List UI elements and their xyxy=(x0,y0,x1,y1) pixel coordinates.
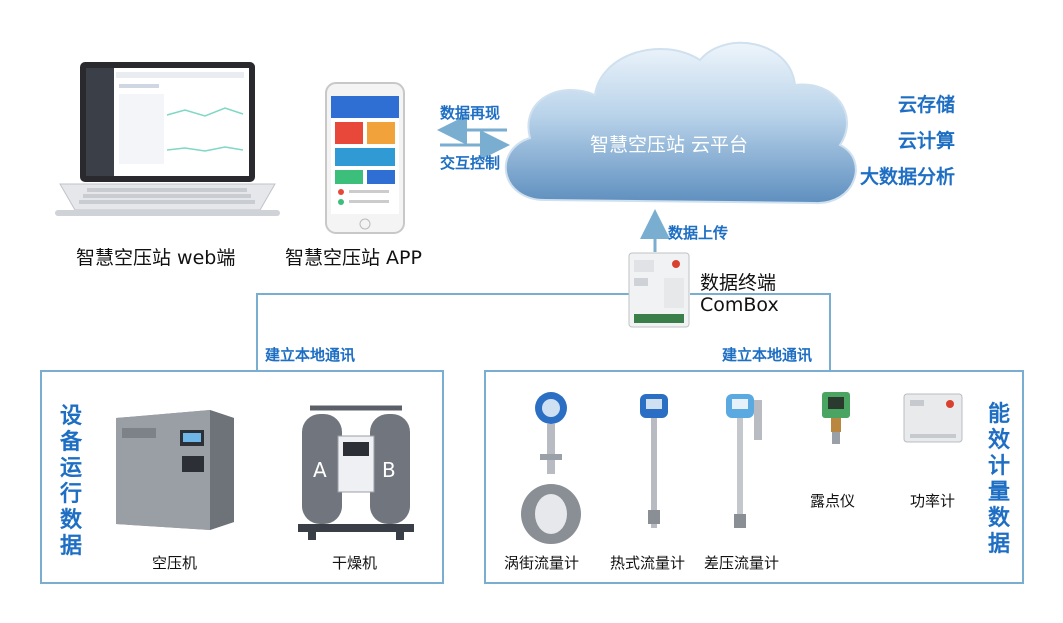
power-meter-illustration xyxy=(902,390,964,448)
dewpoint-meter-illustration xyxy=(816,390,856,450)
label-data-upload: 数据上传 xyxy=(668,224,729,242)
label-air-compressor: 空压机 xyxy=(152,554,198,572)
cloud-shape xyxy=(504,41,857,205)
thermal-flowmeter-illustration xyxy=(634,390,674,540)
label-local-comm-right: 建立本地通讯 xyxy=(722,346,813,364)
label-web-client: 智慧空压站 web端 xyxy=(76,247,236,269)
label-local-comm-left: 建立本地通讯 xyxy=(265,346,356,364)
cloud-title: 智慧空压站 云平台 xyxy=(590,134,749,156)
label-dewpoint-meter: 露点仪 xyxy=(810,492,856,510)
dryer-tank-b: B xyxy=(382,458,396,482)
phone-illustration xyxy=(325,82,405,234)
feature-cloud-compute: 云计算 xyxy=(898,130,956,152)
metering-data-label: 能效计量数据 xyxy=(987,402,1010,557)
label-data-display: 数据再现 xyxy=(440,104,501,122)
label-thermal-flowmeter: 热式流量计 xyxy=(610,554,686,572)
label-power-meter: 功率计 xyxy=(910,492,956,510)
feature-cloud-storage: 云存储 xyxy=(898,94,956,116)
dryer-tank-a: A xyxy=(313,458,327,482)
label-app-client: 智慧空压站 APP xyxy=(285,247,422,269)
label-terminal: 数据终端 xyxy=(700,272,777,294)
laptop-illustration xyxy=(55,60,280,220)
equipment-data-label: 设备运行数据 xyxy=(59,404,82,559)
label-dryer: 干燥机 xyxy=(332,554,378,572)
equipment-panel: 设备运行数据 空压机 A B 干燥机 xyxy=(40,370,444,584)
label-dp-flowmeter: 差压流量计 xyxy=(704,554,780,572)
metering-panel: 能效计量数据 涡街流量计 热式流量计 差压流量计 xyxy=(484,370,1024,584)
combox-device xyxy=(628,252,690,328)
label-combox: ComBox xyxy=(700,294,779,316)
dryer-illustration: A B xyxy=(296,396,416,540)
air-compressor-illustration xyxy=(110,404,240,534)
label-vortex-flowmeter: 涡街流量计 xyxy=(504,554,580,572)
vortex-flowmeter-illustration xyxy=(516,390,586,550)
feature-big-data: 大数据分析 xyxy=(860,166,956,188)
dp-flowmeter-illustration xyxy=(716,390,764,540)
label-interactive-control: 交互控制 xyxy=(440,154,501,172)
